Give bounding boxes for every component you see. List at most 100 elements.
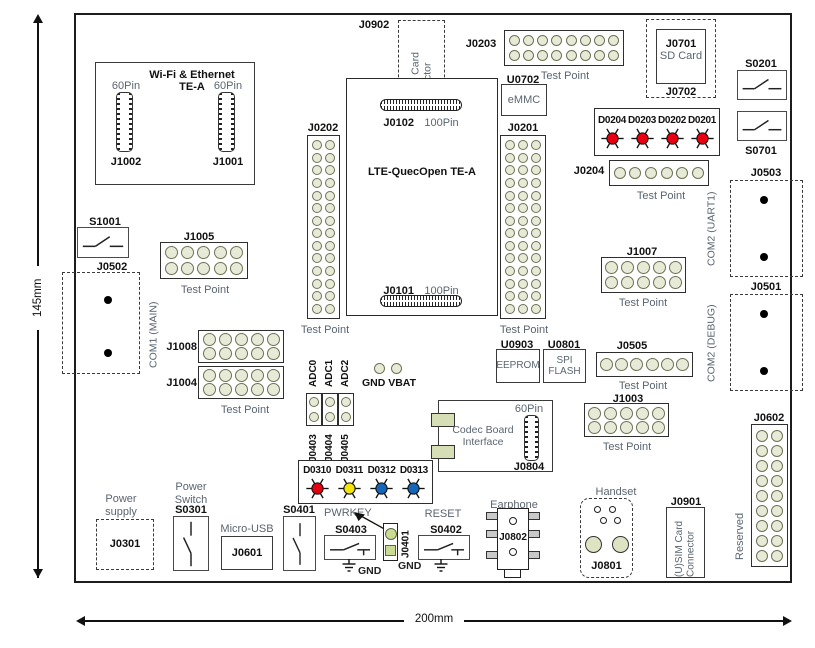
test-point-pin (551, 50, 563, 61)
test-point-pin (517, 177, 528, 188)
test-point-pin (266, 369, 280, 383)
adc2-label: ADC2 (340, 359, 351, 388)
led-ref-label: D0313 (399, 465, 428, 476)
j1004-test-point (198, 366, 284, 399)
j0505-ref: J0505 (616, 340, 648, 352)
s0402-button-icon (418, 535, 470, 560)
com1-main-pin2 (104, 349, 112, 357)
test-point-pin (537, 35, 549, 46)
test-point-pin (651, 420, 665, 434)
test-point-pin (605, 261, 619, 274)
j1007-ref: J1007 (626, 246, 658, 258)
j0102-pin-count: 100Pin (424, 117, 459, 129)
test-point-pin (770, 429, 783, 442)
j0102-label-row: J0102 100Pin (360, 113, 482, 131)
test-point-pin (312, 140, 323, 151)
j1008-ref: J1008 (166, 341, 197, 353)
led-D0202: D0202 (658, 115, 686, 151)
test-point-pin (530, 140, 541, 151)
handset-hole-icon (594, 506, 601, 513)
test-point-pin (230, 261, 244, 275)
test-point-pin (505, 253, 516, 264)
test-point-pin (530, 253, 541, 264)
test-point-pin (565, 50, 577, 61)
test-point-pin (324, 152, 335, 163)
j0401-header (383, 523, 398, 561)
test-point-pin (312, 203, 323, 214)
j0202-ref: J0202 (307, 122, 339, 134)
led-ref-label: D0310 (303, 465, 332, 476)
test-point-pin (636, 261, 650, 274)
led-icon (370, 478, 393, 499)
test-point-pin (770, 534, 783, 547)
j0902-ref: J0902 (358, 19, 390, 31)
sd-card-label: SD Card (659, 50, 703, 63)
s0403-button-icon (324, 535, 376, 560)
test-point-pin (324, 265, 335, 276)
led-icon (600, 128, 624, 149)
test-point-pin (652, 276, 666, 289)
led-D0310: D0310 (303, 465, 331, 501)
s0401-ref: S0401 (283, 504, 315, 516)
led-icon (338, 478, 361, 499)
j1002-ref: J1002 (110, 156, 142, 168)
test-point-pin (517, 265, 528, 276)
s0403-ref: S0403 (335, 524, 367, 536)
j1001-ref: J1001 (212, 156, 244, 168)
test-point-pin (522, 50, 534, 61)
test-point-pin (505, 140, 516, 151)
j1005-test-point (160, 242, 248, 279)
j0101-pin-count: 100Pin (424, 285, 459, 297)
test-point-pin (505, 215, 516, 226)
emmc-box: eMMC (501, 84, 547, 116)
s1001-switch-icon (77, 227, 129, 258)
j0802-ref: J0802 (499, 532, 527, 543)
j0502-ref: J0502 (96, 261, 128, 273)
led-D0313: D0313 (400, 465, 428, 501)
handset-label: Handset (595, 486, 637, 498)
s0201-ref: S0201 (745, 58, 777, 70)
wifi-ethernet-title: Wi-Fi & Ethernet TE-A (149, 69, 235, 94)
test-point-pin (530, 203, 541, 214)
test-point-pin (202, 382, 216, 396)
handset-hole-icon (600, 517, 607, 524)
test-point-pin (605, 276, 619, 289)
com2-debug-pin2 (760, 367, 768, 375)
s0701-switch-icon (737, 111, 787, 141)
test-point-pin (230, 246, 244, 260)
board-width-dimension: 200mm (404, 613, 464, 625)
test-point-pin (530, 177, 541, 188)
s0403-ground-icon (342, 559, 356, 572)
test-point-pin (324, 177, 335, 188)
codec-board-label: Codec Board Interface (452, 424, 514, 449)
test-point-pin (608, 35, 620, 46)
test-point-pin (202, 369, 216, 383)
test-point-pin (660, 167, 673, 179)
test-point-pin (594, 35, 606, 46)
test-point-pin (312, 177, 323, 188)
test-point-pin (604, 420, 618, 434)
test-point-pin (266, 346, 280, 360)
j0203-ref: J0203 (465, 38, 497, 50)
test-point-pin (234, 382, 248, 396)
test-point-pin (324, 140, 335, 151)
test-point-pin (181, 246, 195, 260)
j0804-ref: J0804 (513, 461, 545, 473)
test-point-pin (324, 240, 335, 251)
test-point-pin (530, 190, 541, 201)
test-point-pin (164, 261, 178, 275)
u0801-ref: U0801 (547, 339, 581, 351)
test-point-pin (505, 203, 516, 214)
header-pin (341, 397, 351, 408)
test-point-pin (517, 228, 528, 239)
j1001-pin-count: 60Pin (213, 80, 243, 92)
test-point-pin (645, 358, 659, 371)
j1007-test-point (601, 257, 686, 293)
s0301-switch-icon (173, 516, 209, 571)
test-point-pin (234, 346, 248, 360)
adc1-label: ADC1 (324, 359, 335, 388)
test-point-pin (312, 253, 323, 264)
dimension-arrow-left (76, 616, 85, 626)
test-point-pin (324, 228, 335, 239)
test-point-pin (668, 276, 682, 289)
